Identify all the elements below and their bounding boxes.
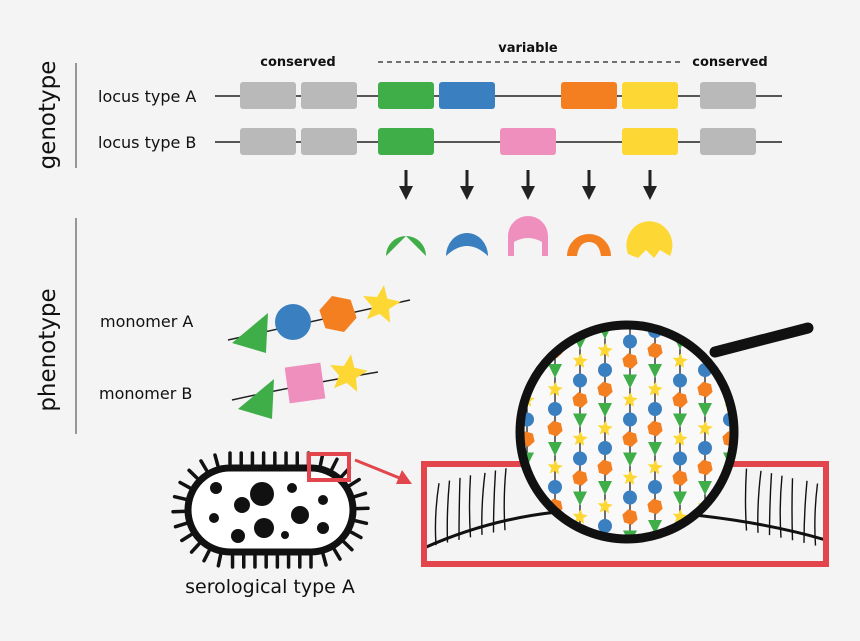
gene-block-gray <box>240 82 296 109</box>
gene-block-yellow <box>622 82 678 109</box>
gene-block-orange <box>561 82 617 109</box>
monomer-b: monomer B <box>99 354 379 419</box>
arrow-down-icon <box>460 170 474 200</box>
genotype-section-label: genotype <box>35 61 61 170</box>
phenotype-section-label: phenotype <box>35 288 61 411</box>
gene-block-gray <box>240 128 296 155</box>
gene-block-green <box>378 82 434 109</box>
gene-block-gray <box>700 128 756 155</box>
monomer-b-chain <box>231 354 379 419</box>
product-enzyme-pink <box>508 216 548 256</box>
monomer-unit-square-pink <box>284 362 326 404</box>
product-enzyme-green <box>386 236 426 256</box>
monomer-a-chain <box>227 285 411 353</box>
locus-b-label: locus type B <box>98 133 196 152</box>
monomer-b-label: monomer B <box>99 384 192 403</box>
product-enzyme-yellow <box>626 221 673 258</box>
arrow-down-icon <box>399 170 413 200</box>
bacterium-icon <box>171 451 370 569</box>
gene-block-blue <box>439 82 495 109</box>
gene-block-gray <box>301 128 357 155</box>
monomer-unit-triangle-green <box>232 313 268 353</box>
surface-highlight-box <box>307 452 351 482</box>
monomer-unit-triangle-green <box>238 379 274 419</box>
conserved-left-header: conserved <box>260 55 335 70</box>
monomer-unit-star-yellow <box>363 285 401 323</box>
monomer-a: monomer A <box>100 285 411 353</box>
monomer-unit-star-yellow <box>330 354 368 392</box>
arrow-down-icon <box>521 170 535 200</box>
arrow-down-icon <box>582 170 596 200</box>
gene-block-gray <box>301 82 357 109</box>
locus-b-genes <box>240 128 756 155</box>
monomer-unit-hexagon-orange <box>319 296 357 332</box>
serological-type-caption: serological type A <box>185 576 355 598</box>
gene-products <box>386 216 673 258</box>
locus-a-label: locus type A <box>98 87 196 106</box>
locus-a-genes <box>240 82 756 109</box>
monomer-unit-circle-blue <box>275 304 311 340</box>
variable-header: variable <box>498 41 558 56</box>
monomer-a-label: monomer A <box>100 312 193 331</box>
expression-arrows <box>399 170 657 200</box>
product-enzyme-blue <box>446 233 488 256</box>
gene-block-yellow <box>622 128 678 155</box>
gene-block-green <box>378 128 434 155</box>
conserved-right-header: conserved <box>692 55 767 70</box>
product-enzyme-orange <box>567 234 611 256</box>
locus-row-b: locus type B <box>98 128 782 155</box>
callout-arrow-icon <box>354 458 412 484</box>
locus-row-a: locus type A <box>98 82 782 109</box>
arrow-down-icon <box>643 170 657 200</box>
gene-block-pink <box>500 128 556 155</box>
gene-block-gray <box>700 82 756 109</box>
